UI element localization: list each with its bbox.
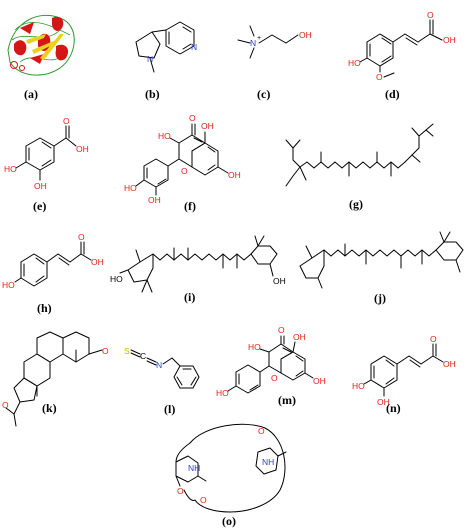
atom-ho: HO xyxy=(348,58,361,68)
structure-b-nicotine: N N xyxy=(135,21,197,73)
structure-i-carotenoid: HO OH xyxy=(110,235,286,293)
atom-oh-acid: OH xyxy=(76,144,89,154)
atom-o-ring: O xyxy=(181,166,188,176)
atom-o-ring: O xyxy=(271,373,278,383)
atom-o-carbonyl: O xyxy=(78,232,85,242)
atom-n-plus: N xyxy=(250,38,256,48)
structure-c-choline: N + OH xyxy=(237,25,312,59)
atom-s: S xyxy=(124,346,130,356)
label-i: (i) xyxy=(184,290,195,304)
atom-oh-ring: OH xyxy=(273,276,286,286)
atom-n-pyrrolidine: N xyxy=(147,54,153,64)
label-d: (d) xyxy=(385,87,400,101)
atom-oh-7: OH xyxy=(228,170,241,180)
structure-a-protein xyxy=(7,14,75,76)
atom-oh: OH xyxy=(299,30,312,40)
structure-g-lycopene xyxy=(285,123,434,187)
atom-o-carbonyl: O xyxy=(430,334,437,344)
label-h: (h) xyxy=(37,301,52,315)
structure-d-ferulic-acid: O OH HO O xyxy=(348,10,456,82)
atom-ho: HO xyxy=(110,274,123,284)
atom-ho-4prime: HO xyxy=(216,388,229,398)
atom-n-ring: N xyxy=(191,42,197,52)
label-l: (l) xyxy=(164,402,175,416)
atom-ho-4prime: HO xyxy=(124,183,137,193)
atom-oh-7: OH xyxy=(313,376,326,386)
label-m: (m) xyxy=(278,393,296,407)
atom-o-methoxy: O xyxy=(376,72,383,82)
charge-plus: + xyxy=(257,35,261,42)
atom-o-carbonyl: O xyxy=(427,10,434,20)
atom-oh-5: OH xyxy=(293,332,306,342)
structure-l-benzyl-isothiocyanate: S C N xyxy=(124,346,200,389)
label-a: (a) xyxy=(24,87,38,101)
atom-oh-acid: OH xyxy=(443,35,456,45)
atom-nh-ring-left: NH xyxy=(188,463,200,473)
structure-f-quercetin: O OH HO O OH HO OH xyxy=(124,113,241,205)
atom-oh: OH xyxy=(34,181,47,191)
atom-oh: OH xyxy=(377,397,390,407)
label-j: (j) xyxy=(374,291,386,305)
label-o: (o) xyxy=(222,514,236,528)
atom-oh-acid: OH xyxy=(91,257,104,267)
structure-j-beta-carotene xyxy=(299,231,464,289)
structure-e-protocatechuic-acid: O OH HO OH xyxy=(4,116,89,191)
atom-o-carbonyl: O xyxy=(63,116,70,126)
atom-oh-3prime: OH xyxy=(148,195,161,205)
atom-o-top: O xyxy=(258,426,265,436)
label-e: (e) xyxy=(33,199,46,213)
label-k: (k) xyxy=(42,401,57,415)
atom-ho: HO xyxy=(4,164,17,174)
label-g: (g) xyxy=(349,197,363,211)
label-c: (c) xyxy=(257,87,270,101)
atom-nh-ring-right: NH xyxy=(262,457,274,467)
atom-c: C xyxy=(140,351,146,361)
atom-o-keto: O xyxy=(102,346,109,356)
atom-o-left: O xyxy=(177,486,184,496)
atom-ho: HO xyxy=(352,381,365,391)
label-n: (n) xyxy=(386,401,401,415)
label-f: (f) xyxy=(184,199,196,213)
structure-n-caffeic-acid: O OH HO OH xyxy=(352,334,456,407)
atom-o-keto: O xyxy=(189,113,196,123)
atom-ho-3: HO xyxy=(248,342,261,352)
structure-h-coumaric-acid: O OH HO xyxy=(2,232,104,290)
atom-o-ester: O xyxy=(200,495,207,505)
atom-oh-acid: OH xyxy=(443,359,456,369)
structure-m-kaempferol: O OH HO O OH HO xyxy=(216,325,326,398)
atom-o-acetyl: O xyxy=(2,400,9,410)
structure-o-macrocycle: NH O O NH O xyxy=(175,423,287,513)
atom-n: N xyxy=(156,360,162,370)
atom-o-keto: O xyxy=(278,325,285,335)
structure-k-steroid: O O xyxy=(2,331,109,427)
atom-ho: HO xyxy=(2,280,15,290)
atom-oh-5: OH xyxy=(201,121,214,131)
atom-ho-3: HO xyxy=(158,131,171,141)
label-b: (b) xyxy=(145,87,160,101)
